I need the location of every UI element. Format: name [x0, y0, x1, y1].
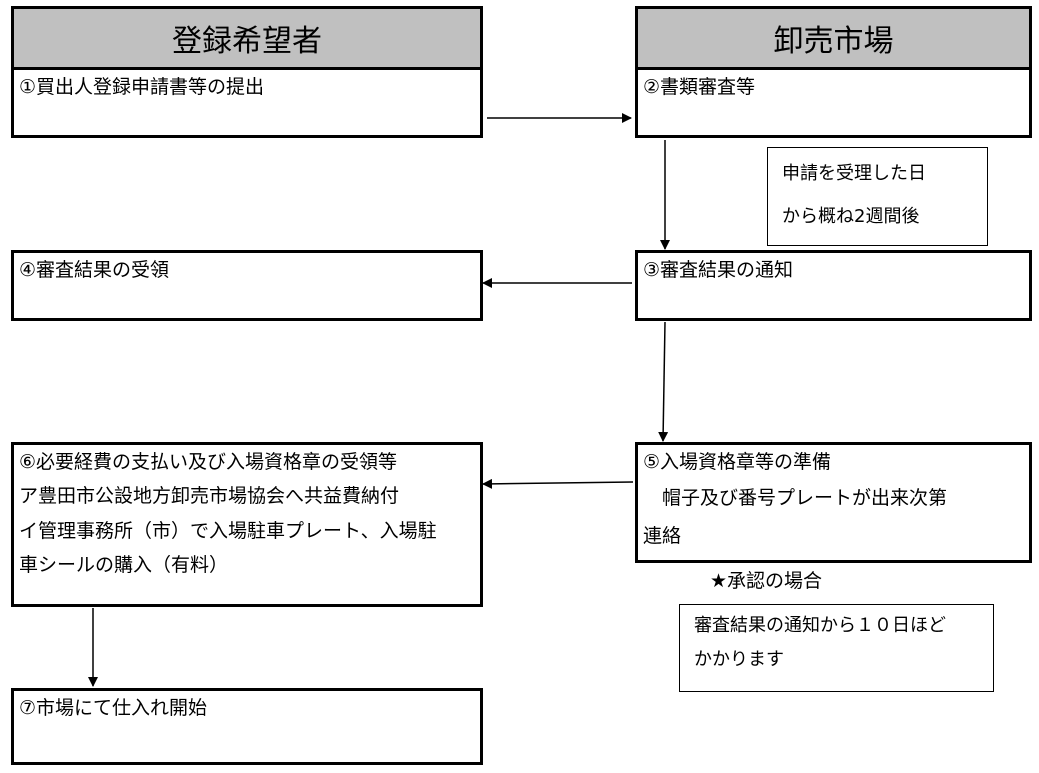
review-period-note: 申請を受理した日 から概ね2週間後	[767, 147, 988, 246]
step-4-label: ④審査結果の受領	[19, 259, 170, 281]
header-applicant-label: 登録希望者	[172, 24, 322, 59]
step-1-label: ①買出人登録申請書等の提出	[19, 76, 265, 98]
step-7-box: ⑦市場にて仕入れ開始	[11, 688, 483, 765]
arrow-5-to-6	[482, 478, 634, 489]
step-3-label: ③審査結果の通知	[643, 259, 794, 281]
step-6-line-3: イ管理事務所（市）で入場駐車プレート、入場駐	[19, 520, 437, 542]
review-period-line-2: から概ね2週間後	[782, 206, 920, 227]
step-1-box: ①買出人登録申請書等の提出	[11, 67, 483, 138]
step-5-line-2: 帽子及び番号プレートが出来次第	[643, 487, 948, 509]
review-period-line-1: 申請を受理した日	[782, 163, 926, 184]
approval-label: ★承認の場合	[710, 570, 823, 592]
step-6-box: ⑥必要経費の支払い及び入場資格章の受領等 ア豊田市公設地方卸売市場協会へ共益費納…	[11, 442, 483, 607]
approval-period-note: 審査結果の通知から１０日ほど かかります	[679, 604, 994, 692]
step-6-line-2: ア豊田市公設地方卸売市場協会へ共益費納付	[19, 485, 400, 507]
step-2-label: ②書類審査等	[643, 76, 756, 98]
approval-period-line-1: 審査結果の通知から１０日ほど	[694, 615, 946, 636]
step-7-label: ⑦市場にて仕入れ開始	[19, 697, 208, 719]
step-5-line-3: 連絡	[643, 525, 682, 547]
step-2-box: ②書類審査等	[635, 67, 1032, 138]
header-market-label: 卸売市場	[773, 24, 894, 59]
arrow-3-to-5	[658, 321, 669, 442]
step-5-box: ⑤入場資格章等の準備 帽子及び番号プレートが出来次第 連絡	[635, 442, 1032, 563]
step-4-box: ④審査結果の受領	[11, 250, 483, 321]
step-6-line-1: ⑥必要経費の支払い及び入場資格章の受領等	[19, 451, 398, 473]
step-5-line-1: ⑤入場資格章等の準備	[643, 451, 832, 473]
approval-period-line-2: かかります	[694, 649, 784, 670]
step-6-line-4: 車シールの購入（有料）	[19, 554, 229, 576]
step-3-box: ③審査結果の通知	[635, 250, 1032, 321]
header-applicant: 登録希望者	[11, 6, 483, 70]
